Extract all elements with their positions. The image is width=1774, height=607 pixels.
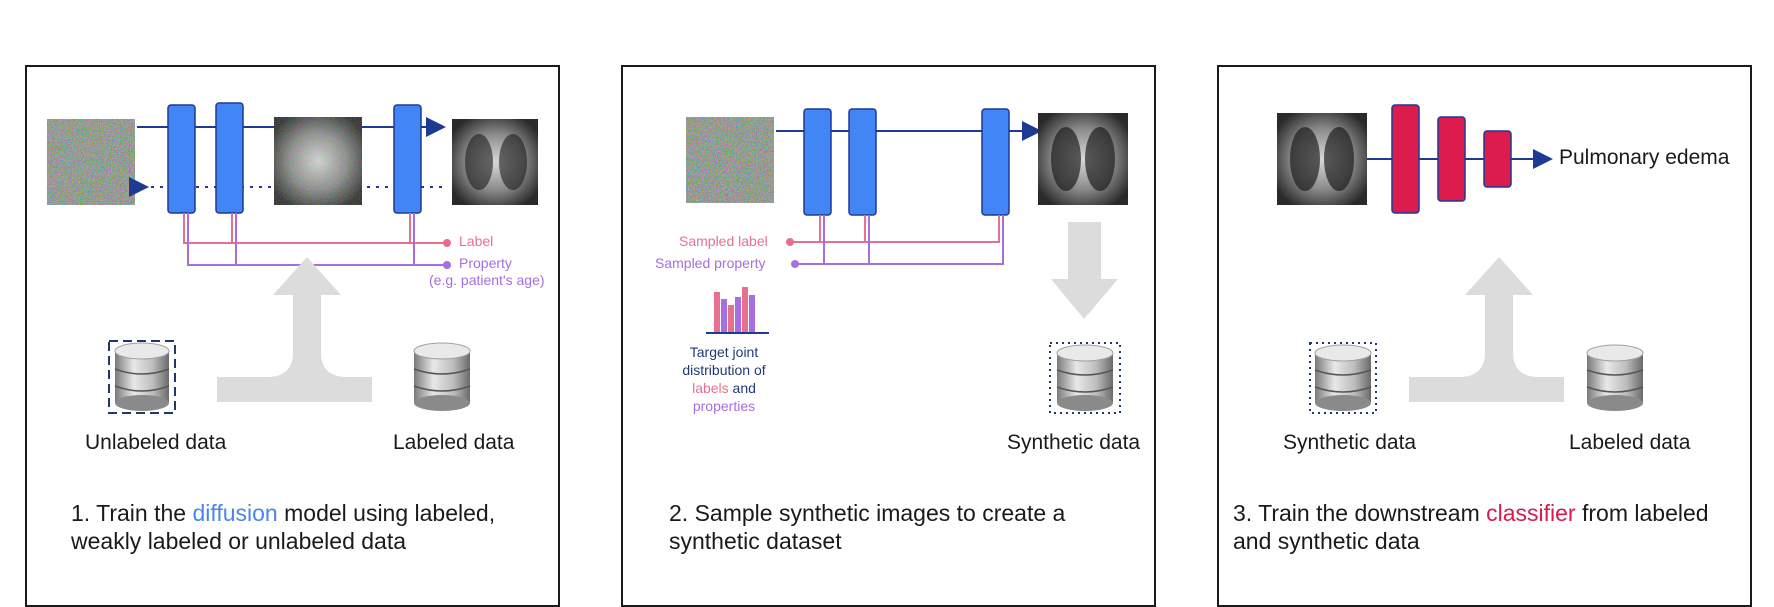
labeled-db-icon <box>413 342 471 411</box>
synthetic-db-icon <box>1314 344 1372 411</box>
unet-block-3 <box>393 104 422 214</box>
xray-noisy-grain <box>274 117 362 205</box>
merge-arrow <box>217 257 372 402</box>
lung-right <box>1085 127 1115 191</box>
lung-left <box>1051 127 1081 191</box>
unet-block-2 <box>215 102 244 214</box>
lung-right <box>499 134 527 190</box>
unlabeled-db-frame <box>108 340 176 414</box>
label-tag: Label <box>459 233 494 249</box>
sampled-label-wiring <box>790 215 1000 243</box>
labeled-data-label: Labeled data <box>1569 431 1691 454</box>
labeled-data-label: Labeled data <box>393 431 515 454</box>
property-note: (e.g. patient's age) <box>429 272 545 288</box>
property-tag: Property <box>459 255 512 271</box>
diffusion-highlight: diffusion <box>192 500 278 526</box>
classifier-block-1 <box>1391 104 1420 214</box>
panel-train-diffusion: Label Property (e.g. patient's age) Unla… <box>25 65 560 607</box>
synthetic-db-frame <box>1049 342 1121 414</box>
unet-block-3 <box>981 108 1010 216</box>
lung-right <box>1324 127 1354 191</box>
property-dot <box>443 261 451 269</box>
panel2-diagram <box>686 108 1128 414</box>
property-wiring <box>187 213 447 266</box>
unet-block-1 <box>167 104 196 214</box>
sampled-property-dot <box>791 260 799 268</box>
panel-sample-synthetic: Sampled label Sampled property Target jo… <box>621 65 1156 607</box>
panel3-caption: 3. Train the downstream classifier from … <box>1233 500 1709 554</box>
synthetic-db-frame <box>1309 342 1377 414</box>
panel1-diagram <box>47 102 538 414</box>
down-arrow <box>1051 222 1118 319</box>
labeled-db-icon <box>1586 344 1644 411</box>
unet-block-1 <box>803 108 832 216</box>
synthetic-data-label: Synthetic data <box>1283 431 1417 454</box>
unlabeled-data-label: Unlabeled data <box>85 431 227 454</box>
sampled-label-tag: Sampled label <box>679 233 768 249</box>
sampled-label-dot <box>786 238 794 246</box>
lung-left <box>465 134 493 190</box>
noise-texture <box>47 119 135 205</box>
sampled-property-wiring <box>795 215 1004 265</box>
label-dot <box>443 239 451 247</box>
merge-arrow <box>1409 257 1564 402</box>
label-wiring <box>183 213 447 244</box>
unlabeled-db-icon <box>114 342 170 411</box>
pulmonary-edema-output: Pulmonary edema <box>1559 146 1730 169</box>
classifier-highlight: classifier <box>1486 500 1576 526</box>
sampled-property-tag: Sampled property <box>655 255 766 271</box>
panel3-diagram <box>1277 104 1644 414</box>
panel-train-classifier: Pulmonary edema Synthetic data Labeled d… <box>1217 65 1752 607</box>
lung-left <box>1290 127 1320 191</box>
noise-texture <box>686 117 774 203</box>
classifier-block-3 <box>1483 130 1512 188</box>
panel1-caption: 1. Train the diffusion model using label… <box>71 500 496 554</box>
classifier-block-2 <box>1437 116 1466 202</box>
synthetic-db-icon <box>1056 344 1114 411</box>
distribution-histogram <box>706 287 769 334</box>
synthetic-data-label: Synthetic data <box>1007 431 1141 454</box>
unet-block-2 <box>848 108 877 216</box>
